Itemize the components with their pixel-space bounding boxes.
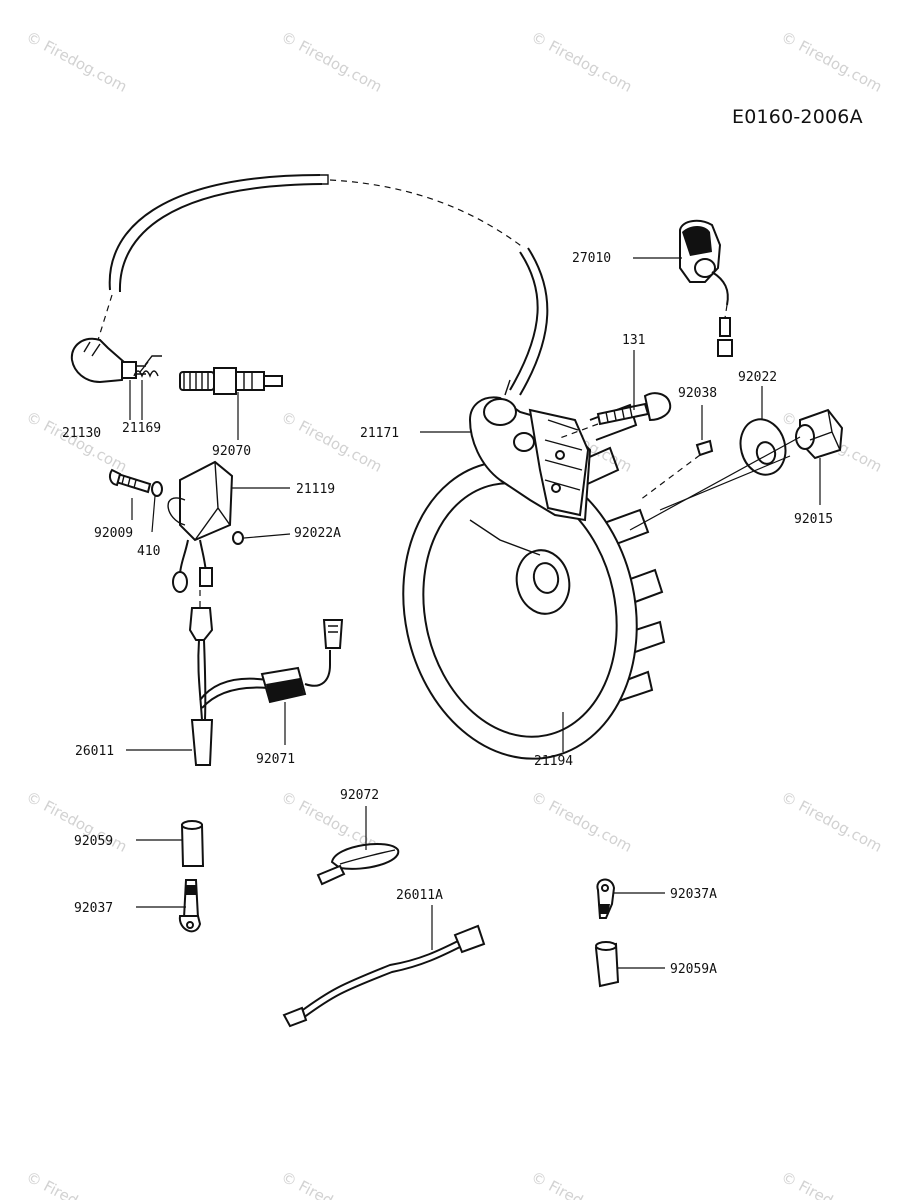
part-label-92072: 92072 (340, 788, 379, 803)
part-label-92015: 92015 (794, 512, 833, 527)
watermark-text: © Firedog.com (278, 28, 385, 96)
high-tension-cable (97, 174, 549, 396)
nut-92015 (795, 408, 844, 460)
watermark-text: © Firedog.com (278, 408, 385, 476)
part-label-26011: 26011 (75, 744, 114, 759)
plug-cap-21130 (70, 337, 146, 384)
part-label-21130: 21130 (62, 426, 101, 441)
shaft-axis-line-2 (659, 455, 791, 511)
part-label-92038: 92038 (678, 386, 717, 401)
watermark-text: © Firedog.com (23, 28, 130, 96)
sleeve-92059A (594, 941, 620, 988)
part-label-21169: 21169 (122, 421, 161, 436)
part-label-410: 410 (137, 544, 160, 559)
flywheel-21194 (402, 403, 666, 760)
part-label-92059: 92059 (74, 834, 113, 849)
watermark-text: © Firedog.com (778, 788, 885, 856)
clamp-92072 (316, 843, 400, 886)
stop-switch-27010 (679, 219, 733, 357)
bolt-131 (559, 392, 672, 439)
washer-92022 (739, 418, 787, 476)
watermark-text: © Firedog.com (23, 1168, 130, 1200)
part-label-92059A: 92059A (670, 962, 717, 977)
ignition-coil-21171 (468, 379, 592, 522)
part-label-27010: 27010 (572, 251, 611, 266)
key-92038 (639, 439, 714, 501)
diagram-code: E0160-2006A (732, 106, 863, 128)
part-label-92022A: 92022A (294, 526, 341, 541)
lead-wire-26011A (282, 924, 486, 1028)
part-label-21119: 21119 (296, 482, 335, 497)
part-label-92022: 92022 (738, 370, 777, 385)
watermark-text: © Firedog.com (528, 1168, 635, 1200)
washer-92022A (232, 531, 244, 545)
watermark-text: © Firedog.com (23, 408, 130, 476)
part-label-92037A: 92037A (670, 887, 717, 902)
spring-21169 (133, 355, 162, 378)
part-label-21194: 21194 (534, 754, 573, 769)
shaft-axis-line (629, 436, 801, 531)
part-label-92037: 92037 (74, 901, 113, 916)
spark-plug-92070 (179, 367, 283, 395)
watermark-text: © Firedog.com (278, 1168, 385, 1200)
igniter-unit-21119 (167, 460, 234, 593)
part-label-92070: 92070 (212, 444, 251, 459)
screw-92009 (108, 468, 152, 494)
terminal-92037 (178, 879, 202, 933)
sleeve-92059 (180, 820, 205, 867)
wire-harness-26011 (188, 590, 269, 766)
terminal-92037A (596, 878, 616, 919)
washer-410 (151, 481, 163, 497)
part-label-92071: 92071 (256, 752, 295, 767)
part-label-131: 131 (622, 333, 645, 348)
part-label-26011A: 26011A (396, 888, 443, 903)
watermark-text: © Firedog.com (528, 788, 635, 856)
watermark-text: © Firedog.com (778, 28, 885, 96)
filter-92071 (260, 619, 344, 704)
part-labels: 27010 131 92038 92022 21171 92015 21130 … (62, 251, 833, 977)
part-label-92009: 92009 (94, 526, 133, 541)
leader-lines (126, 257, 821, 969)
watermark-text: © Firedog.com (778, 1168, 885, 1200)
watermark-text: © Firedog.com (528, 28, 635, 96)
part-label-21171: 21171 (360, 426, 399, 441)
